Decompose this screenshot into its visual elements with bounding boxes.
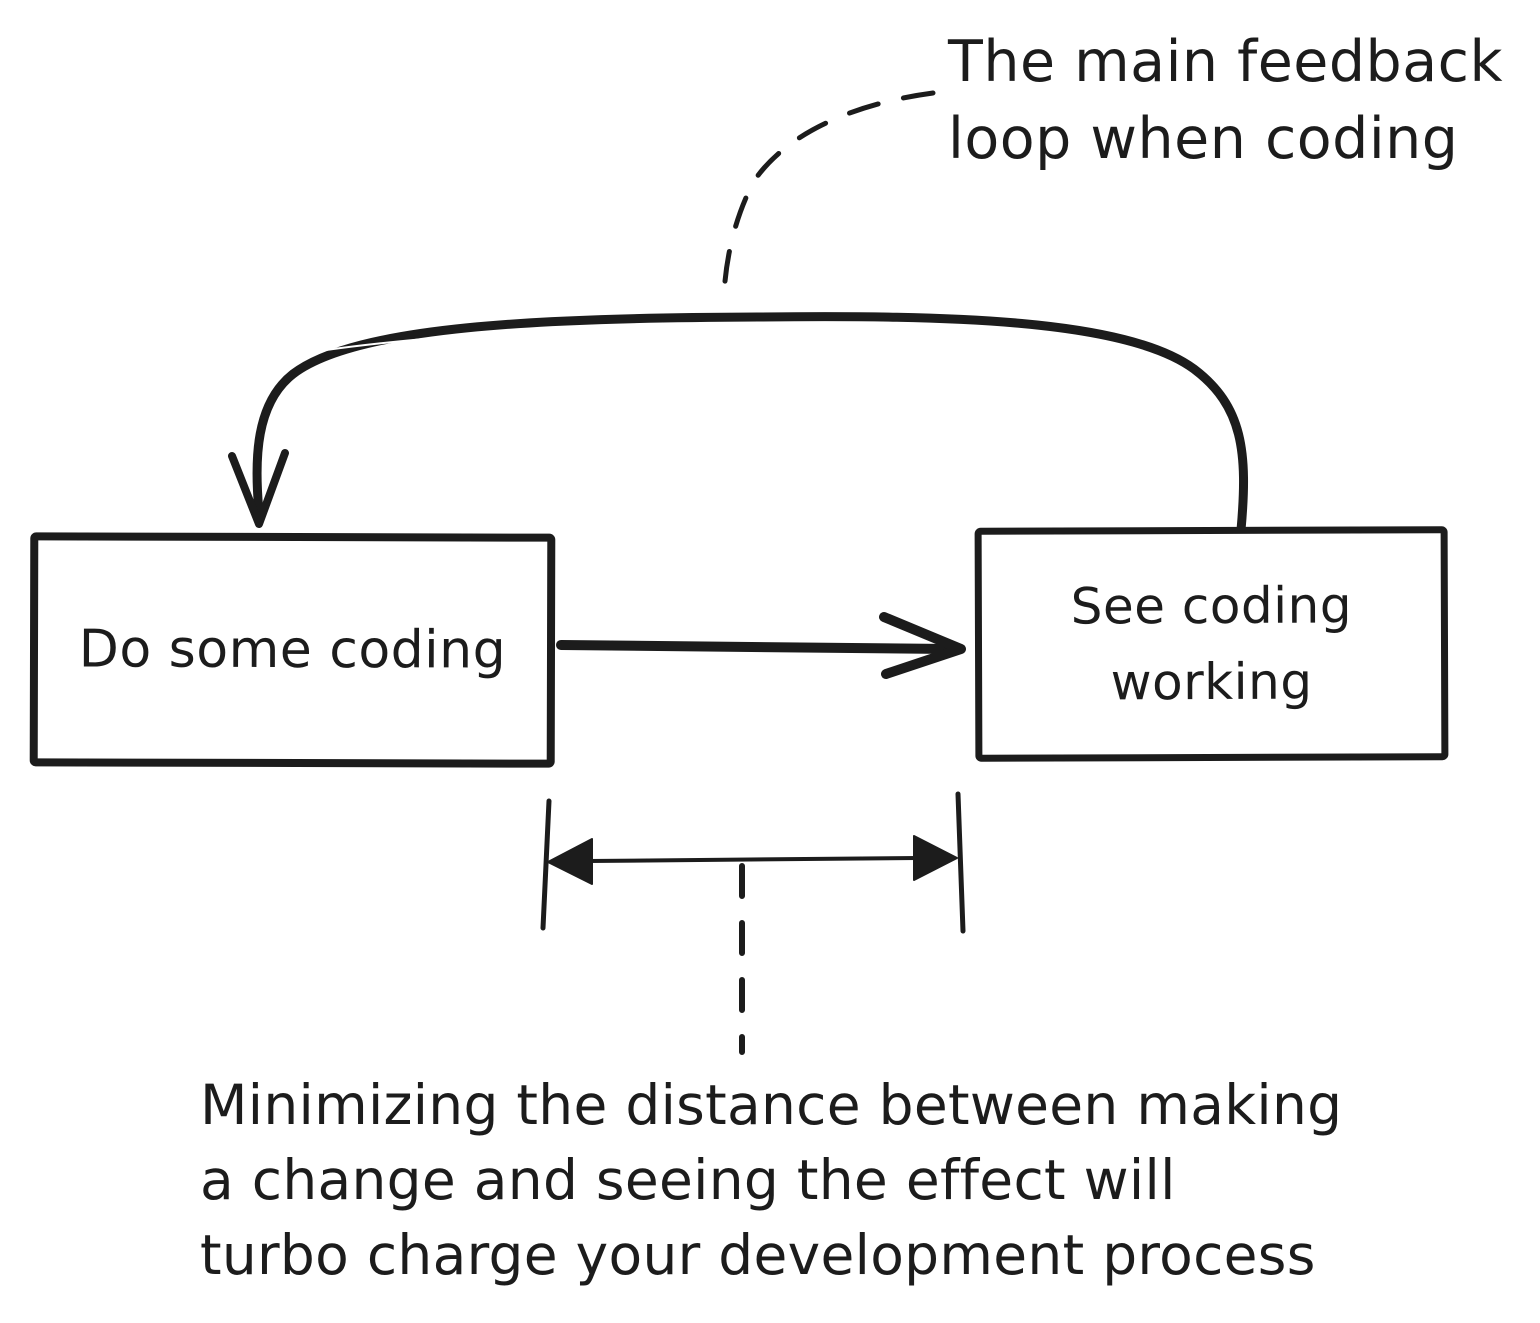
distance-arrow-left-head xyxy=(547,838,593,885)
caption-text: Minimizing the distance between making a… xyxy=(200,1068,1342,1293)
distance-arrow-shaft xyxy=(586,856,920,863)
feedback-loop-annotation: The main feedback loop when coding xyxy=(948,24,1503,178)
left-extent-tick xyxy=(540,798,552,931)
node-see-coding-working-line-2: working xyxy=(1110,652,1313,712)
node-do-some-coding-label: Do some coding xyxy=(78,619,507,681)
right-extent-tick xyxy=(955,791,966,934)
forward-arrow-shaft xyxy=(556,640,955,654)
forward-arrow-head xyxy=(879,612,966,679)
feedback-loop-arrowhead xyxy=(228,449,289,528)
feedback-loop-curve xyxy=(252,312,1249,535)
annotation-leader-line xyxy=(721,90,936,298)
caption-line-1: Minimizing the distance between making xyxy=(200,1073,1343,1137)
distance-arrow-right-head xyxy=(913,835,958,881)
caption-line-3: turbo charge your development process xyxy=(200,1223,1316,1287)
feedback-loop-overdraw xyxy=(325,322,873,351)
annotation-line-1: The main feedback xyxy=(948,29,1504,95)
caption-line-2: a change and seeing the effect will xyxy=(200,1148,1176,1212)
annotation-line-2: loop when coding xyxy=(948,106,1459,172)
node-see-coding-working-line-1: See coding xyxy=(1070,576,1353,636)
node-do-some-coding: Do some coding xyxy=(29,532,556,768)
node-see-coding-working: See coding working xyxy=(974,526,1449,762)
